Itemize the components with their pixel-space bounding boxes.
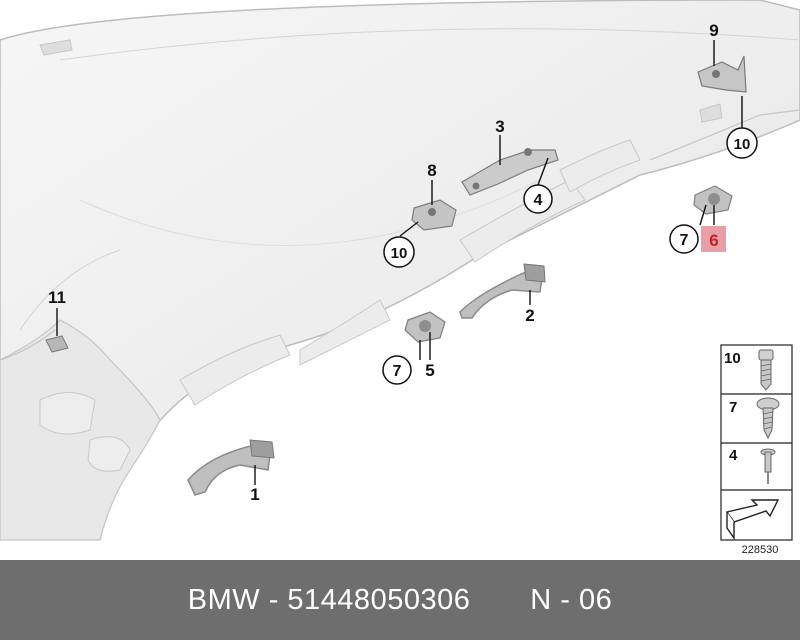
callout-5[interactable]: 5 [425,361,434,380]
direction-arrow-icon [725,499,780,541]
svg-text:6: 6 [709,231,718,250]
bracket-8 [411,199,457,231]
svg-text:10: 10 [391,245,408,262]
callout-3[interactable]: 3 [495,117,504,136]
headliner-panel [0,0,800,541]
callout-9[interactable]: 9 [709,21,718,40]
part-number: 51448050306 [287,583,471,616]
callout-11[interactable]: 11 [48,288,66,307]
callout-10-lower[interactable]: 10 [383,236,415,268]
coat-hook-bracket-5 [404,311,446,343]
svg-text:5: 5 [425,361,434,380]
callout-10-upper[interactable]: 10 [726,127,758,159]
callout-1[interactable]: 1 [250,485,259,504]
leader-lines [56,40,743,485]
svg-text:4: 4 [729,447,738,464]
svg-text:3: 3 [495,117,504,136]
holder-6 [693,185,733,215]
callout-7-upper[interactable]: 7 [669,224,699,254]
grab-handle-1 [187,439,275,496]
part-reference-text: BMW - 51448050306 N - 06 [188,584,612,617]
svg-text:9: 9 [709,21,718,40]
callout-4[interactable]: 4 [523,184,553,214]
svg-text:7: 7 [729,399,737,416]
torx-screw-icon [756,397,780,440]
highlight-box [701,226,726,252]
svg-text:10: 10 [724,350,741,367]
clip-11 [45,335,69,353]
separator: - [268,583,279,616]
svg-text:7: 7 [393,363,402,380]
bracket-9 [697,55,747,93]
svg-text:7: 7 [680,232,689,249]
fastener-legend: 10 7 4 [720,344,793,556]
brand-label: BMW [187,583,261,616]
page-reference: N - 06 [530,583,613,616]
callout-2[interactable]: 2 [525,306,534,325]
svg-text:2: 2 [525,306,534,325]
legend-row-7: 7 [729,397,780,440]
svg-text:11: 11 [48,288,66,307]
legend-row-4: 4 [729,447,776,484]
callout-6-highlighted[interactable]: 6 [701,226,726,252]
svg-text:1: 1 [250,485,259,504]
callout-8[interactable]: 8 [427,161,436,180]
svg-text:4: 4 [534,192,543,209]
headliner-parts-diagram: 1 2 3 4 5 6 7 7 8 9 [0,0,800,556]
svg-text:8: 8 [427,161,436,180]
rivet-icon [760,448,776,484]
footer-bar: BMW - 51448050306 N - 06 [0,560,800,640]
grab-handle-2 [459,263,546,319]
svg-text:10: 10 [734,136,751,153]
legend-row-10: 10 [724,349,774,391]
screw-icon [758,349,774,391]
callout-7-lower[interactable]: 7 [382,355,412,385]
bracket-3 [461,148,559,196]
drawing-number: 228530 [742,544,779,556]
